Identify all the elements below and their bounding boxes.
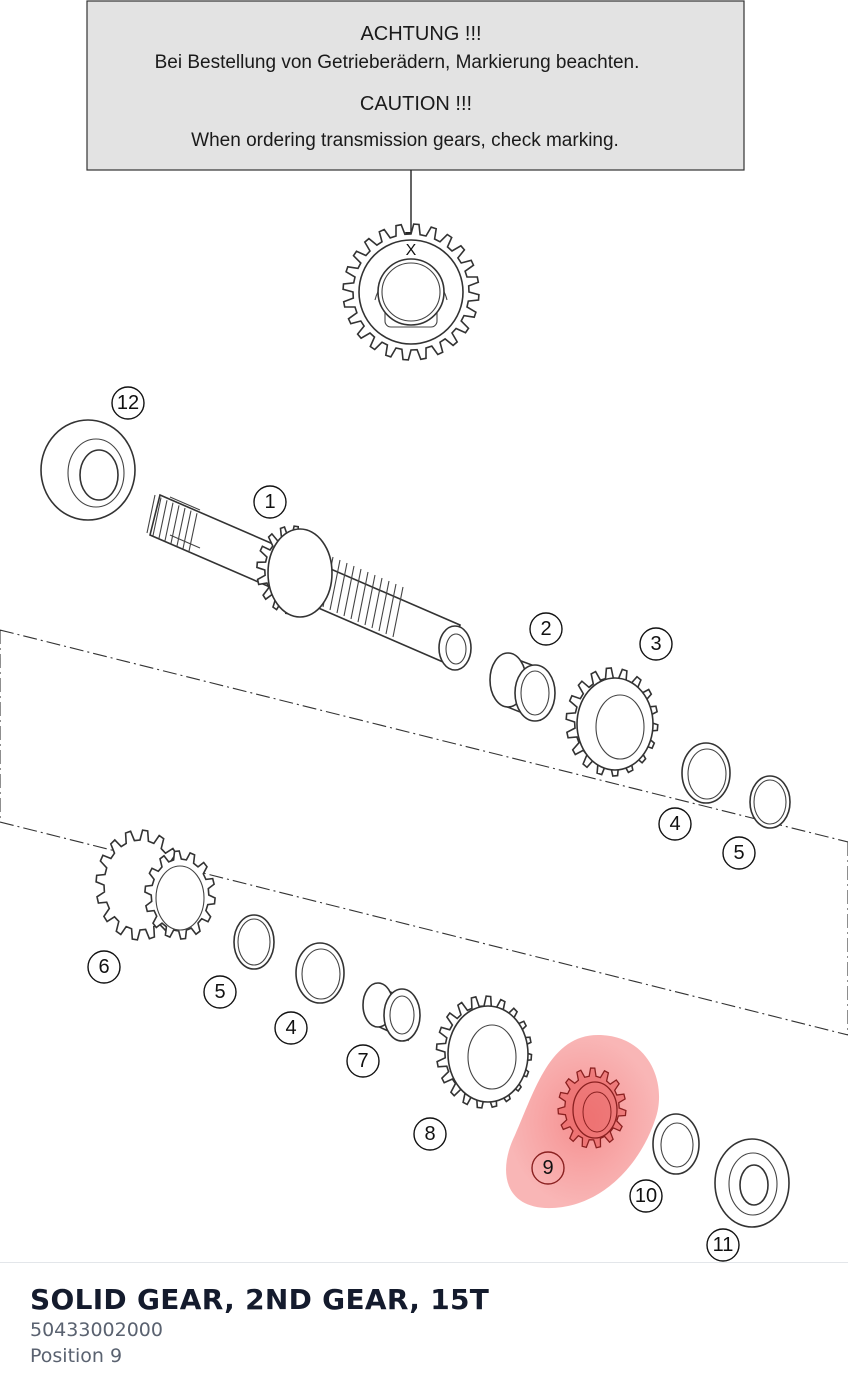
- callout-9[interactable]: 9: [531, 1151, 565, 1185]
- part-1-main-shaft: [146, 493, 472, 671]
- callout-circle: [274, 1011, 308, 1045]
- part-9-highlighted-gear[interactable]: [506, 1035, 660, 1209]
- callout-7[interactable]: 7: [346, 1044, 380, 1078]
- part-2-sleeve: [489, 652, 556, 722]
- part-position: Position 9: [30, 1345, 123, 1367]
- part-info-panel: SOLID GEAR, 2ND GEAR, 15T 50433002000 Po…: [0, 1262, 848, 1391]
- callout-number: 8: [424, 1123, 435, 1145]
- part-7-sleeve: [362, 982, 421, 1042]
- part-5-circlip-lower: [233, 914, 275, 970]
- callout-circle: [706, 1228, 740, 1262]
- callout-5[interactable]: 5: [203, 975, 237, 1009]
- part-11-bearing: [714, 1138, 790, 1228]
- callout-10[interactable]: 10: [629, 1179, 663, 1213]
- callout-number: 9: [542, 1157, 553, 1179]
- part-12-bearing: [40, 419, 136, 521]
- callout-number: 4: [285, 1017, 296, 1039]
- callout-number: 1: [264, 491, 275, 513]
- callout-4[interactable]: 4: [658, 807, 692, 841]
- part-8-gear: [435, 995, 533, 1109]
- callout-2[interactable]: 2: [529, 612, 563, 646]
- caution-text-en: When ordering transmission gears, check …: [191, 130, 619, 151]
- callout-circle: [639, 627, 673, 661]
- callout-4[interactable]: 4: [274, 1011, 308, 1045]
- callout-number: 10: [635, 1185, 657, 1207]
- callout-number: 5: [733, 842, 744, 864]
- marking-symbol: X: [406, 242, 417, 259]
- callout-number: 5: [214, 981, 225, 1003]
- callout-1[interactable]: 1: [253, 485, 287, 519]
- callout-circle: [346, 1044, 380, 1078]
- caution-text-de: Bei Bestellung von Getrieberädern, Marki…: [155, 52, 640, 73]
- callout-3[interactable]: 3: [639, 627, 673, 661]
- callout-5[interactable]: 5: [722, 836, 756, 870]
- part-4-ring-lower: [295, 942, 345, 1004]
- callout-number: 4: [669, 813, 680, 835]
- callout-circle: [531, 1151, 565, 1185]
- callout-circle: [413, 1117, 447, 1151]
- callout-circle: [87, 950, 121, 984]
- callout-number: 11: [713, 1234, 734, 1256]
- callout-number: 7: [357, 1050, 368, 1072]
- callout-number: 2: [540, 618, 551, 640]
- callout-circle: [658, 807, 692, 841]
- part-number: 50433002000: [30, 1319, 163, 1341]
- part-4-ring: [681, 742, 731, 804]
- assembly-outline: [0, 629, 848, 1036]
- exploded-parts-diagram: ACHTUNG !!! Bei Bestellung von Getrieber…: [0, 0, 848, 1262]
- callout-circle: [203, 975, 237, 1009]
- callout-circle: [111, 386, 145, 420]
- part-3-gear: [565, 667, 659, 777]
- caution-title-en: CAUTION !!!: [360, 93, 472, 115]
- callout-8[interactable]: 8: [413, 1117, 447, 1151]
- part-title: SOLID GEAR, 2ND GEAR, 15T: [30, 1283, 490, 1316]
- part-10-washer: [652, 1113, 700, 1175]
- part-5-circlip: [749, 775, 791, 829]
- caution-box: ACHTUNG !!! Bei Bestellung von Getrieber…: [86, 0, 745, 171]
- callout-circle: [529, 612, 563, 646]
- part-6-double-gear: [95, 829, 216, 941]
- caution-title-de: ACHTUNG !!!: [360, 23, 481, 45]
- callout-6[interactable]: 6: [87, 950, 121, 984]
- callout-number: 12: [117, 392, 139, 414]
- callout-circle: [722, 836, 756, 870]
- callout-number: 6: [98, 956, 109, 978]
- callout-circle: [629, 1179, 663, 1213]
- callout-number: 3: [650, 633, 661, 655]
- marking-gear: X: [342, 223, 480, 361]
- callout-11[interactable]: 11: [706, 1228, 740, 1262]
- callout-circle: [253, 485, 287, 519]
- callout-12[interactable]: 12: [111, 386, 145, 420]
